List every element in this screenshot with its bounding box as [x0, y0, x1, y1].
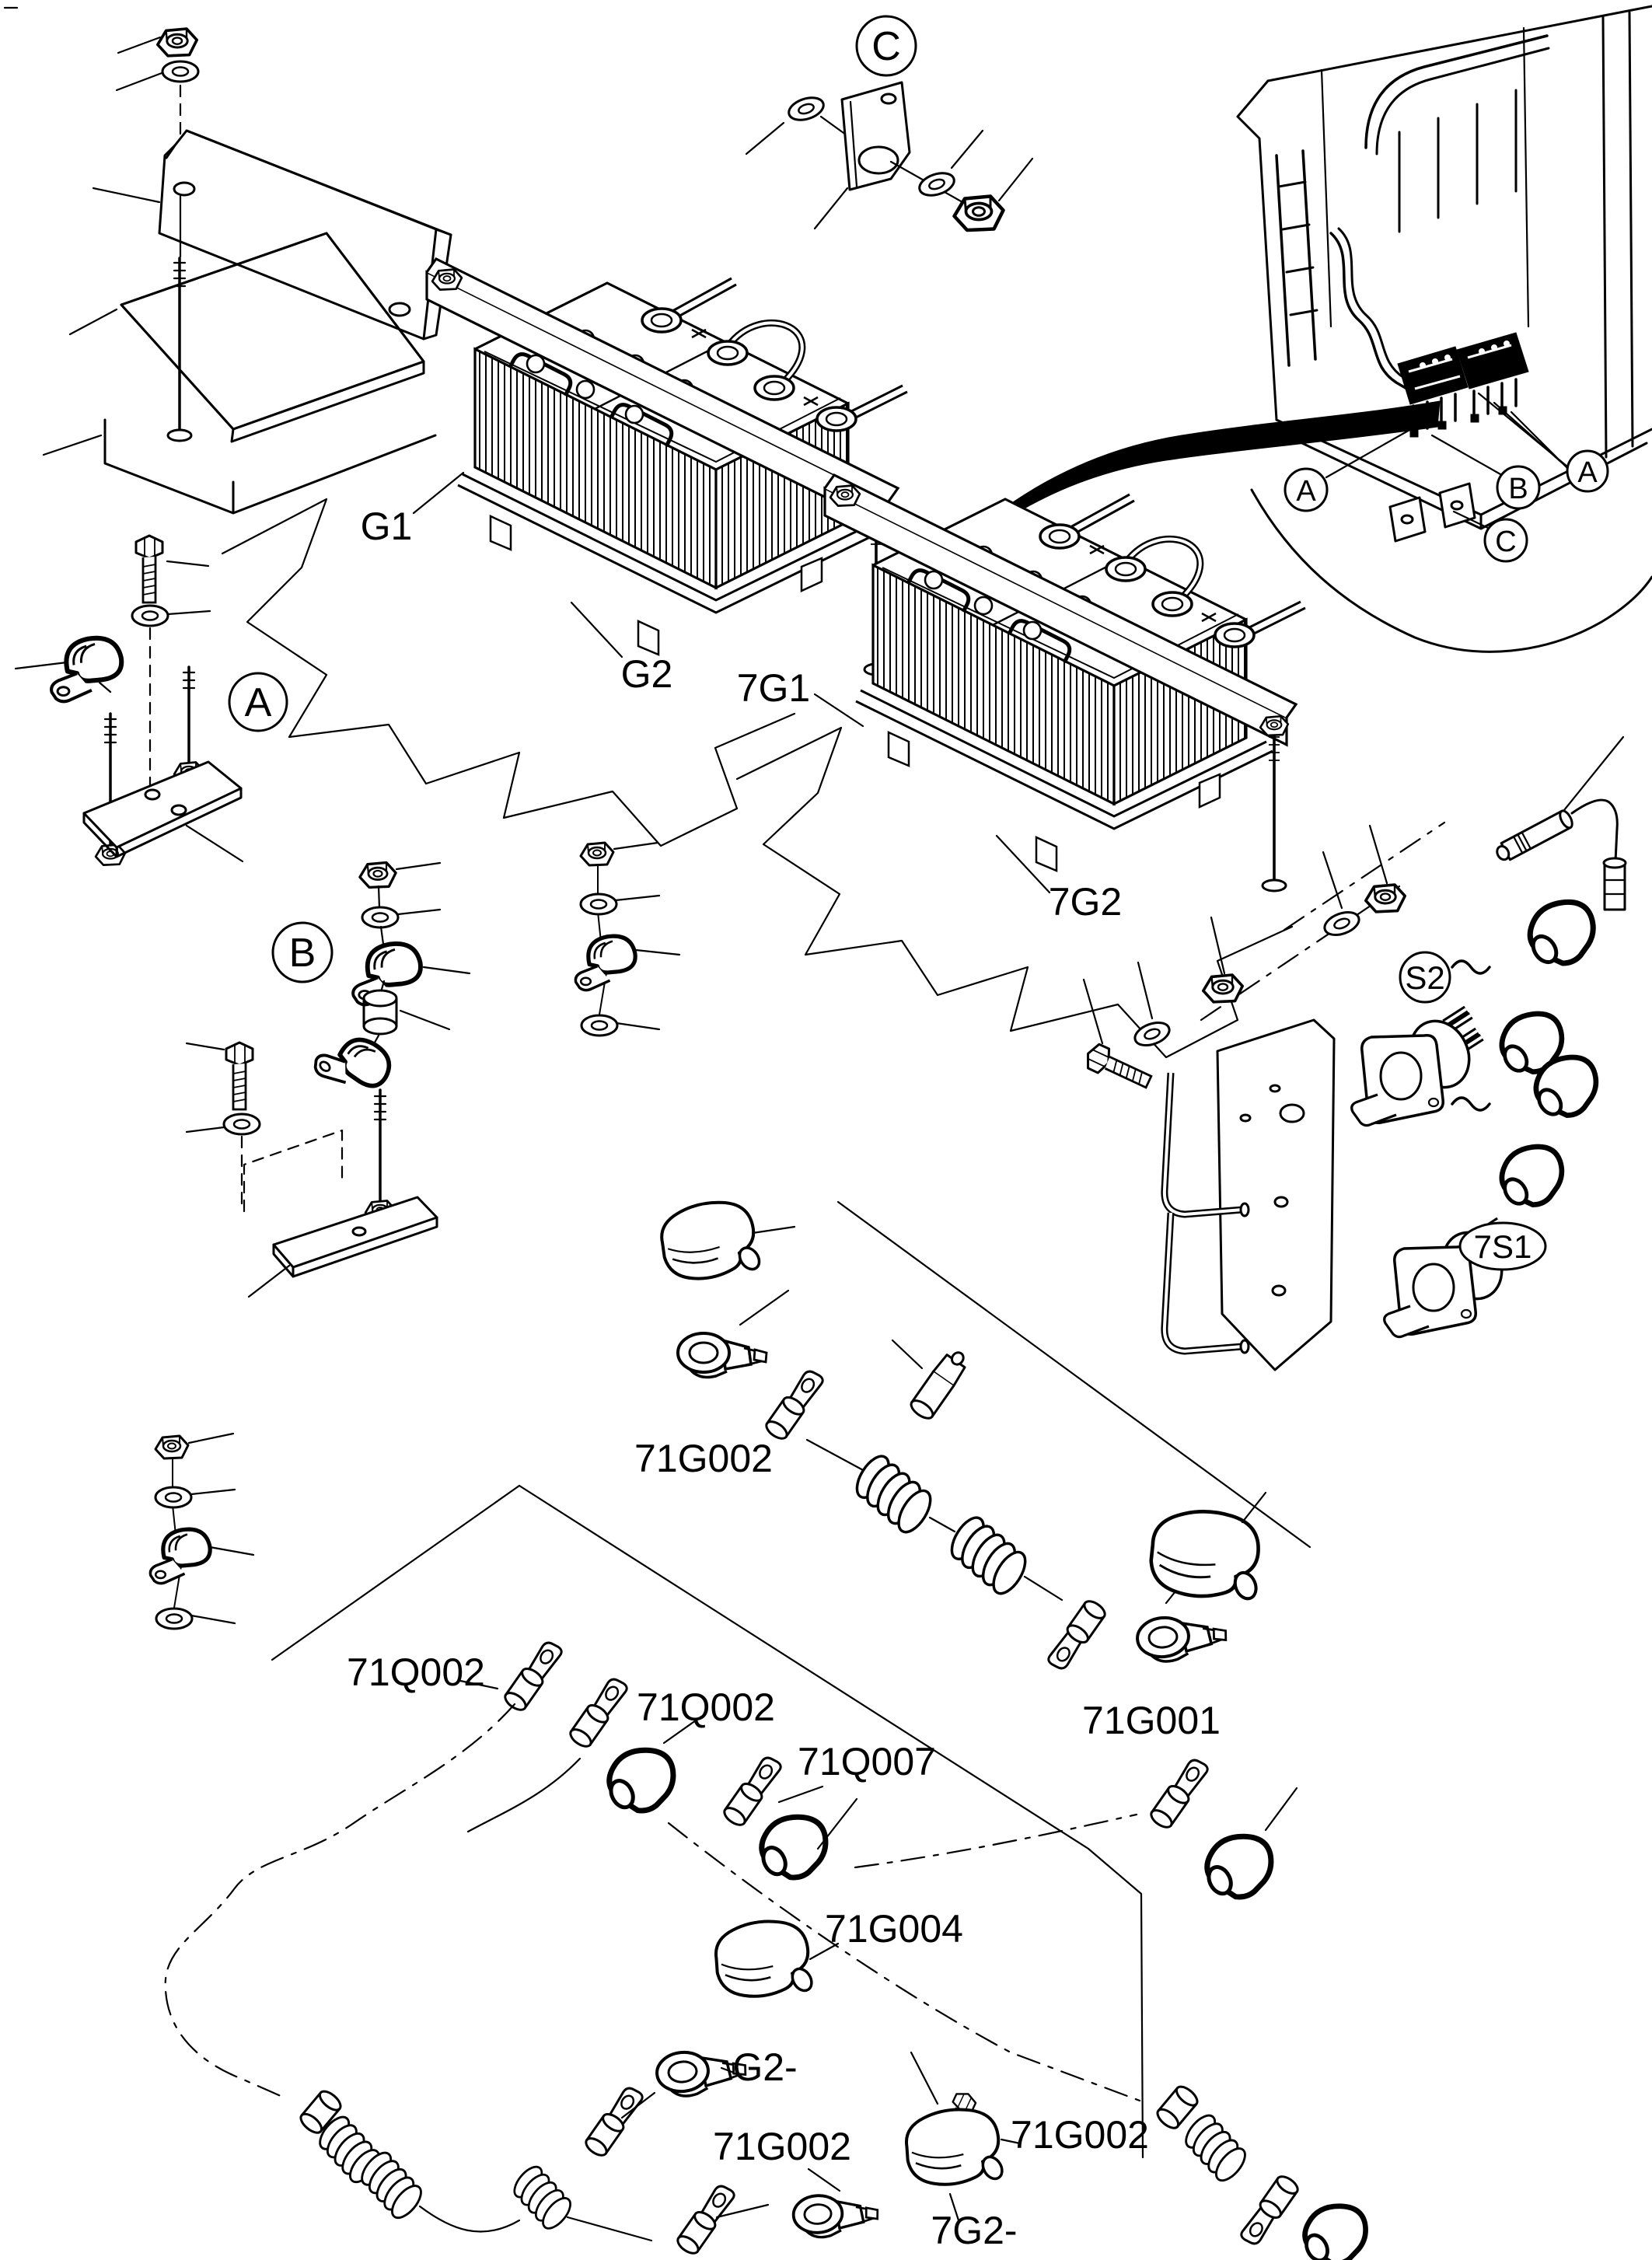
j-bolt-2: [1161, 1212, 1250, 1355]
swoosh-arrow: [931, 400, 1441, 571]
callout-machine-b-circle: [1496, 465, 1541, 510]
section-divider-lines: [271, 1200, 1311, 2159]
part-label-71g002-main: 71G002: [634, 1437, 773, 1480]
callout-a-circle: [228, 672, 288, 732]
battery-group-7g1-7g2: [735, 475, 1305, 1059]
part-label-71q007: 71Q007: [798, 1740, 936, 1783]
holddown-parts-top-left: [42, 27, 452, 515]
torn-surface-1: [221, 498, 796, 847]
callout-machine-c-circle: [1483, 518, 1528, 563]
clamp-stack-left: [150, 1432, 255, 1629]
callout-machine-a-right: A: [1577, 456, 1598, 489]
cover-71g004: [712, 1916, 818, 2002]
battery-box-1: [1397, 346, 1469, 405]
part-label-7g1: 7G1: [737, 666, 811, 710]
temperature-sensor: [1496, 735, 1627, 911]
cover-7g2-minus: [903, 2105, 1008, 2190]
callout-b-circle: [271, 921, 334, 983]
torn-surface-2: [735, 726, 1294, 1059]
harness-assembly: [164, 1636, 1369, 2260]
callout-c-letter: C: [871, 24, 901, 69]
main-battery-cable: [656, 1195, 1268, 1675]
callout-s2: S2: [1405, 959, 1444, 996]
j-bolt-1: [1161, 1072, 1250, 1218]
part-label-71q002-left: 71Q002: [347, 1650, 485, 1694]
callout-machine-a-left-circle: [1284, 467, 1329, 512]
callout-machine-c: C: [1495, 526, 1516, 558]
battery-box-2: [1456, 332, 1529, 389]
machine-overview: A A B C: [1236, 5, 1652, 653]
part-label-71g001: 71G001: [1082, 1699, 1221, 1742]
callout-s2-circle: [1399, 951, 1451, 1004]
battery-pair-7g1: [825, 475, 1305, 891]
part-label-g2: G2: [621, 652, 673, 696]
part-label-71g002-right: 71G002: [1011, 2113, 1149, 2157]
callout-b-letter: B: [289, 931, 316, 976]
battery-group-g1-g2: [221, 259, 907, 847]
part-labels: G1 G2 7G1 7G2 71G002 71G001 71Q002 71Q00…: [347, 505, 1221, 2252]
clamp-stack-mid: [575, 841, 681, 1036]
part-label-71q002-right: 71Q002: [637, 1685, 775, 1729]
callout-machine-b: B: [1508, 473, 1528, 505]
clamp-71g002-mid: [791, 2190, 881, 2241]
part-label-71g004: 71G004: [825, 1907, 963, 1951]
callout-7s1: 7S1: [1474, 1228, 1532, 1265]
cable-connector: [910, 1351, 966, 1420]
battery-pair-g1: [427, 259, 907, 675]
section-c-detail: C: [745, 15, 1034, 230]
callout-7s1-ellipse: [1458, 1221, 1547, 1271]
callout-machine-a-right-circle: [1566, 449, 1609, 493]
callout-machine-a-left: A: [1296, 475, 1316, 508]
part-label-g1: G1: [361, 505, 413, 548]
callout-c-circle: [855, 15, 917, 77]
coupler-cluster-left: [299, 2090, 653, 2242]
part-label-7g2-minus: 7G2-: [931, 2209, 1017, 2252]
section-a-detail: A: [14, 534, 288, 866]
part-label-7g2: 7G2: [1049, 880, 1123, 924]
coupler-cluster-right: [1156, 2085, 1369, 2260]
section-b-detail: B: [185, 861, 471, 1298]
part-label-g2-minus: G2-: [732, 2045, 797, 2089]
part-label-71g002-mid: 71G002: [713, 2125, 851, 2168]
relay-assembly: S2 7S1: [1081, 735, 1627, 1371]
relay-s2: [1352, 1009, 1482, 1126]
callout-a-letter: A: [245, 680, 272, 725]
